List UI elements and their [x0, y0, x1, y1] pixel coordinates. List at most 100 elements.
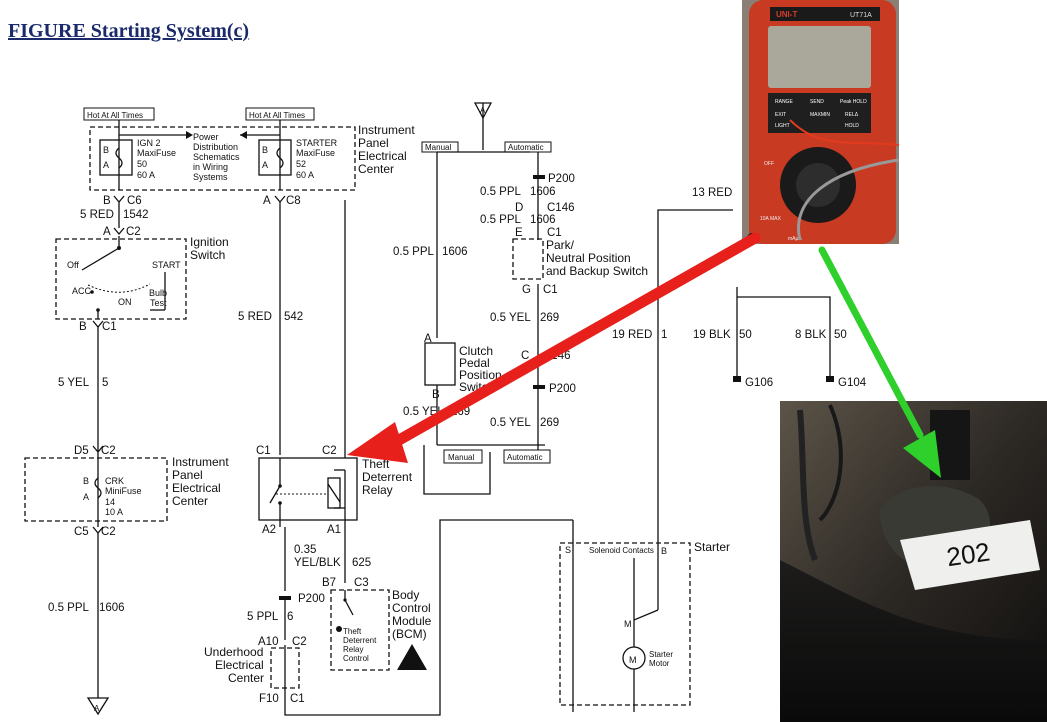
power-distribution-note: Power — [193, 132, 219, 142]
svg-text:Center: Center — [172, 494, 208, 508]
svg-text:E: E — [515, 227, 523, 239]
theft-relay-label: Theft — [362, 457, 390, 471]
svg-text:S: S — [565, 545, 571, 555]
fuse-symbol — [115, 147, 123, 169]
svg-text:Center: Center — [358, 162, 394, 176]
body-control-module: B7 C3 Theft Deterrent Relay Control Body… — [322, 577, 432, 671]
svg-text:Bulb: Bulb — [149, 288, 167, 298]
svg-text:(BCM): (BCM) — [392, 627, 427, 641]
svg-text:1: 1 — [661, 329, 667, 341]
ground-icon — [826, 376, 834, 382]
svg-text:C2: C2 — [292, 636, 307, 648]
page-reference-arrow — [86, 697, 110, 716]
svg-text:Manual: Manual — [448, 453, 474, 462]
svg-text:Starter: Starter — [649, 650, 673, 659]
svg-text:C5: C5 — [74, 526, 89, 538]
svg-text:EXIT: EXIT — [775, 112, 786, 118]
svg-text:G: G — [522, 284, 531, 296]
svg-text:B: B — [83, 476, 89, 486]
svg-text:B: B — [262, 145, 268, 155]
svg-text:5 RED: 5 RED — [238, 311, 272, 323]
theft-deterrent-relay: C1 C2 Theft Deterrent Relay A2 A1 — [256, 200, 413, 536]
page-title: FIGURE Starting System(c) — [8, 20, 249, 42]
svg-text:G106: G106 — [745, 377, 773, 389]
svg-text:MAXMIN: MAXMIN — [810, 112, 830, 118]
svg-text:RANGE: RANGE — [775, 99, 793, 105]
svg-text:ON: ON — [118, 297, 132, 307]
svg-text:G104: G104 — [838, 377, 867, 389]
svg-text:10A MAX: 10A MAX — [760, 216, 782, 222]
svg-text:ACC: ACC — [72, 286, 92, 296]
svg-text:Control: Control — [392, 601, 431, 615]
svg-text:1606: 1606 — [99, 602, 125, 614]
svg-text:C2: C2 — [126, 226, 141, 238]
svg-text:Module: Module — [392, 614, 432, 628]
svg-text:C146: C146 — [547, 202, 575, 214]
crk-minifuse-block: B A CRK MiniFuse 14 10 A Instrument Pane… — [24, 452, 229, 527]
svg-text:A2: A2 — [262, 524, 276, 536]
svg-text:C8: C8 — [286, 195, 301, 207]
svg-text:A: A — [480, 106, 486, 115]
svg-text:0.5 PPL: 0.5 PPL — [480, 214, 522, 226]
svg-text:5 PPL: 5 PPL — [247, 611, 279, 623]
svg-text:C1: C1 — [543, 284, 558, 296]
svg-text:Position: Position — [459, 368, 502, 382]
svg-text:D: D — [515, 202, 523, 214]
svg-text:Neutral Position: Neutral Position — [546, 251, 631, 265]
svg-text:LIGHT: LIGHT — [775, 123, 790, 129]
svg-text:Solenoid Contacts: Solenoid Contacts — [589, 546, 654, 555]
svg-text:Peak HOLD: Peak HOLD — [840, 99, 867, 105]
svg-text:Motor: Motor — [649, 659, 670, 668]
svg-text:0.5 YEL: 0.5 YEL — [490, 312, 531, 324]
svg-text:6: 6 — [287, 611, 293, 623]
svg-text:UNI-T: UNI-T — [776, 10, 797, 19]
svg-text:B7: B7 — [322, 577, 336, 589]
svg-text:F10: F10 — [259, 693, 279, 705]
svg-text:A: A — [103, 226, 111, 238]
svg-text:625: 625 — [352, 557, 371, 569]
svg-text:1542: 1542 — [123, 209, 149, 221]
svg-text:A: A — [263, 195, 271, 207]
svg-text:50: 50 — [739, 329, 752, 341]
red-arrow — [347, 232, 761, 463]
svg-text:P200: P200 — [298, 593, 325, 605]
svg-text:0.5 PPL: 0.5 PPL — [480, 186, 522, 198]
pnp-switch-label: Park/ — [546, 238, 575, 252]
svg-text:B: B — [103, 145, 109, 155]
svg-text:0.5 YEL: 0.5 YEL — [490, 417, 531, 429]
svg-text:OFF: OFF — [764, 161, 774, 167]
svg-text:C2: C2 — [322, 445, 337, 457]
svg-text:C1: C1 — [547, 227, 562, 239]
svg-text:RELΔ: RELΔ — [845, 112, 859, 118]
svg-text:Deterrent: Deterrent — [343, 636, 377, 645]
svg-text:542: 542 — [284, 311, 303, 323]
svg-text:D5: D5 — [74, 445, 89, 457]
svg-text:A: A — [262, 160, 268, 170]
svg-text:60 A: 60 A — [137, 170, 155, 180]
svg-text:MiniFuse: MiniFuse — [105, 486, 142, 496]
wire-label: 5 RED — [80, 209, 114, 221]
instrument-panel-fuse-block: Hot At All Times Hot At All Times B A IG… — [83, 107, 415, 191]
svg-text:0.5 PPL: 0.5 PPL — [393, 246, 435, 258]
multimeter-photo: UNI-T UT71A RANGE SEND Peak HOLD EXIT MA… — [742, 0, 900, 244]
svg-text:Test: Test — [150, 298, 167, 308]
svg-text:202: 202 — [945, 536, 992, 572]
svg-text:C3: C3 — [354, 577, 369, 589]
svg-text:A: A — [424, 333, 432, 345]
svg-text:52: 52 — [296, 159, 306, 169]
svg-text:Panel: Panel — [358, 136, 389, 150]
svg-text:C6: C6 — [127, 195, 142, 207]
svg-text:HOLD: HOLD — [845, 123, 859, 129]
svg-text:Panel: Panel — [172, 468, 203, 482]
svg-text:269: 269 — [540, 417, 559, 429]
svg-text:SEND: SEND — [810, 99, 824, 105]
svg-text:C2: C2 — [101, 445, 116, 457]
svg-text:Starter: Starter — [694, 540, 730, 554]
svg-text:C1: C1 — [256, 445, 271, 457]
underhood-electrical-center: A10 C2 Underhood Electrical Center F10 C… — [204, 636, 307, 705]
meter-display — [768, 26, 871, 88]
svg-text:Instrument: Instrument — [172, 455, 229, 469]
starter-assembly: Starter Solenoid Contacts S B M M Starte… — [559, 520, 730, 712]
splice-p200 — [279, 596, 291, 600]
svg-text:UT71A: UT71A — [850, 12, 872, 19]
